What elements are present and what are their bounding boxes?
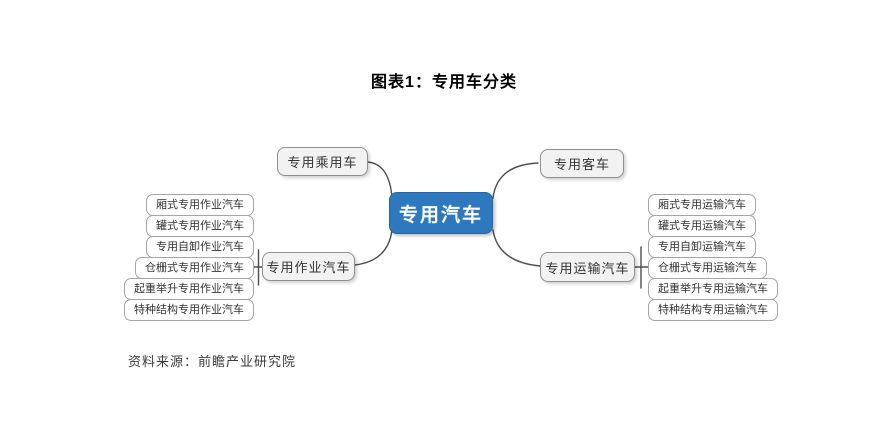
branch-node-transport-vehicle: 专用运输汽车 (540, 252, 635, 282)
branch-label: 专用作业汽车 (266, 260, 351, 275)
leaf-item: 厢式专用作业汽车 (146, 194, 254, 216)
leaf-item: 罐式专用作业汽车 (146, 215, 254, 237)
branch-label: 专用运输汽车 (545, 260, 630, 276)
leaf-item: 仓栅式专用运输汽车 (648, 257, 767, 279)
curve-to-bus (492, 162, 539, 199)
leaf-item: 专用自卸运输汽车 (648, 236, 756, 258)
leaf-item: 专用自卸作业汽车 (146, 236, 254, 258)
leaf-item: 起重举升专用运输汽车 (648, 278, 778, 300)
curve-to-transport (492, 229, 541, 267)
curve-to-operation (354, 229, 393, 266)
leaf-item: 起重举升专用作业汽车 (124, 278, 254, 300)
branch-label: 专用乘用车 (287, 155, 358, 170)
figure-title: 图表1：专用车分类 (371, 74, 517, 91)
leaf-item: 罐式专用运输汽车 (648, 215, 756, 237)
branch-node-bus: 专用客车 (540, 149, 624, 178)
operation-leaf-list: 厢式专用作业汽车 罐式专用作业汽车 专用自卸作业汽车 仓栅式专用作业汽车 起重举… (124, 194, 254, 321)
branch-node-passenger-car: 专用乘用车 (277, 147, 368, 176)
center-node: 专用汽车 (389, 192, 493, 234)
leaf-item: 特种结构专用作业汽车 (124, 299, 254, 321)
leaf-item: 仓栅式专用作业汽车 (135, 257, 254, 279)
branch-label: 专用客车 (553, 157, 610, 172)
branch-node-operation-vehicle: 专用作业汽车 (262, 252, 355, 281)
transport-leaf-list: 厢式专用运输汽车 罐式专用运输汽车 专用自卸运输汽车 仓栅式专用运输汽车 起重举… (648, 194, 778, 321)
center-node-label: 专用汽车 (398, 204, 483, 226)
leaf-item: 特种结构专用运输汽车 (648, 299, 778, 321)
source-note: 资料来源：前瞻产业研究院 (128, 354, 297, 369)
leaf-item: 厢式专用运输汽车 (648, 194, 756, 216)
curve-to-passenger-car (367, 161, 393, 198)
